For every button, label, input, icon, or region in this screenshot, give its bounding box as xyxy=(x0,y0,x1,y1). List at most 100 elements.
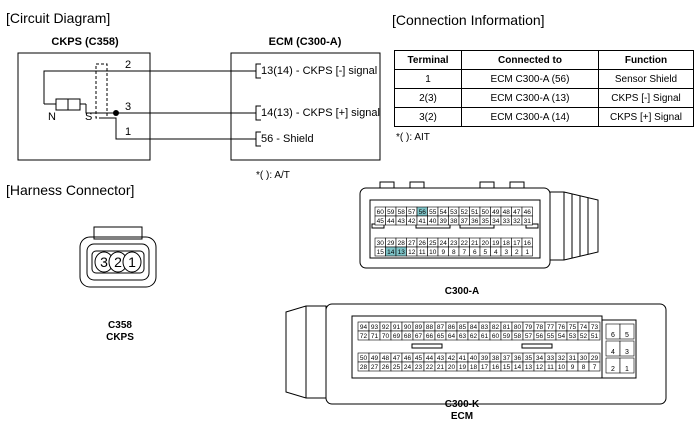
c300k-pin-55-label: 55 xyxy=(547,333,555,340)
c300k-pin-79-label: 79 xyxy=(525,324,533,331)
c300k-pin-68-label: 68 xyxy=(404,333,412,340)
connection-table: Terminal Connected to Function 1 ECM C30… xyxy=(394,50,694,127)
pin-2-label: 2 xyxy=(125,59,132,71)
table-row: 3(2) ECM C300-A (14) CKPS [+] Signal xyxy=(394,107,694,127)
c300k-pin-54-label: 54 xyxy=(558,333,566,340)
c300a-pin-19-label: 19 xyxy=(492,240,500,247)
ecm-title: ECM (C300-A) xyxy=(268,36,342,48)
c300k-pin-70-label: 70 xyxy=(382,333,390,340)
ecm-box xyxy=(230,52,381,161)
c300k-pin-85-label: 85 xyxy=(459,324,467,331)
c300k-pin-26-label: 26 xyxy=(382,364,390,371)
c300k-pin-10-label: 10 xyxy=(558,364,566,371)
terminal-ckps-negative: 13(14) - CKPS [-] signal xyxy=(261,65,378,77)
c300k-pin-90-label: 90 xyxy=(404,324,412,331)
cell: 2(3) xyxy=(394,88,462,108)
c300k-pin-8-label: 8 xyxy=(582,364,586,371)
c300k-pin-60-label: 60 xyxy=(492,333,500,340)
c300k-pin-22-label: 22 xyxy=(426,364,434,371)
c300a-pin-3-label: 3 xyxy=(504,249,508,256)
c300k-pin-83-label: 83 xyxy=(481,324,489,331)
connection-info-heading: [Connection Information] xyxy=(392,12,545,28)
wire-pin1 xyxy=(102,117,256,140)
c300k-pin-48-label: 48 xyxy=(382,355,390,362)
cell: Sensor Shield xyxy=(598,69,694,89)
c300k-pin-34-label: 34 xyxy=(536,355,544,362)
c300k-pin-89-label: 89 xyxy=(415,324,423,331)
c300a-pin-55-label: 55 xyxy=(429,209,437,216)
cell: 1 xyxy=(394,69,462,89)
c300a-pin-26-label: 26 xyxy=(419,240,427,247)
c300a-pin-4-label: 4 xyxy=(494,249,498,256)
c300k-pin-38-label: 38 xyxy=(492,355,500,362)
c300a-pin-36-label: 36 xyxy=(471,218,479,225)
c358-pin-2: 2 xyxy=(114,254,122,270)
c300k-label-line2: ECM xyxy=(450,411,474,422)
c300k-pin-20-label: 20 xyxy=(448,364,456,371)
c300a-pin-7-label: 7 xyxy=(462,249,466,256)
c300a-pin-1-label: 1 xyxy=(525,249,529,256)
c300k-pin-86-label: 86 xyxy=(448,324,456,331)
table-row: 1 ECM C300-A (56) Sensor Shield xyxy=(394,69,694,89)
c300k-pin-63-label: 63 xyxy=(459,333,467,340)
c300k-pin-73-label: 73 xyxy=(591,324,599,331)
c300k-pin-19-label: 19 xyxy=(459,364,467,371)
c300k-pin-57-label: 57 xyxy=(525,333,533,340)
c300a-pin-20-label: 20 xyxy=(482,240,490,247)
c300k-pin-13-label: 13 xyxy=(525,364,533,371)
c300k-label: C300-K ECM xyxy=(432,399,492,423)
wire-pin2 xyxy=(43,70,256,104)
c300a-pin-13-label: 13 xyxy=(398,249,406,256)
c300k-pin-24-label: 24 xyxy=(404,364,412,371)
c300k-pin-40-label: 40 xyxy=(470,355,478,362)
c300k-pin-11-label: 11 xyxy=(547,364,554,371)
c300k-pin-7-label: 7 xyxy=(593,364,597,371)
table-note: *( ): AIT xyxy=(396,132,430,143)
terminal-ckps-positive: 14(13) - CKPS [+] signal xyxy=(261,107,380,119)
c300a-pin-18-label: 18 xyxy=(503,240,511,247)
c300k-pin-67-label: 67 xyxy=(415,333,423,340)
c300a-pin-14-label: 14 xyxy=(387,249,395,256)
c300a-pin-28-label: 28 xyxy=(398,240,406,247)
c300a-pin-41-label: 41 xyxy=(419,218,427,225)
c358-pin-3: 3 xyxy=(100,254,108,270)
c300a-pin-31-label: 31 xyxy=(524,218,532,225)
c300a-pin-53-label: 53 xyxy=(450,209,458,216)
c300a-pin-52-label: 52 xyxy=(461,209,469,216)
c300k-pin-30-label: 30 xyxy=(580,355,588,362)
c300k-pin-61-label: 61 xyxy=(481,333,489,340)
c300a-pin-21-label: 21 xyxy=(471,240,479,247)
c300k-pin-27-label: 27 xyxy=(371,364,379,371)
s-pole-label: S xyxy=(85,111,93,123)
c300k-pin-41-label: 41 xyxy=(459,355,467,362)
n-pole-label: N xyxy=(48,111,56,123)
c300k-side-pin-5-label: 5 xyxy=(625,332,629,339)
c300k-pin-12-label: 12 xyxy=(536,364,544,371)
c300k-pin-78-label: 78 xyxy=(536,324,544,331)
sensor-coil-n xyxy=(55,98,69,111)
c300k-pin-49-label: 49 xyxy=(371,355,379,362)
c300k-pin-69-label: 69 xyxy=(393,333,401,340)
cell: ECM C300-A (56) xyxy=(461,69,599,89)
c300k-pin-82-label: 82 xyxy=(492,324,500,331)
c300k-pin-74-label: 74 xyxy=(580,324,588,331)
c300k-pin-37-label: 37 xyxy=(503,355,511,362)
c300k-pin-21-label: 21 xyxy=(437,364,445,371)
c300k-pin-77-label: 77 xyxy=(547,324,555,331)
c300a-label: C300-A xyxy=(444,286,480,297)
c300a-pin-25-label: 25 xyxy=(429,240,437,247)
cell: ECM C300-A (14) xyxy=(461,107,599,127)
c300a-pin-60-label: 60 xyxy=(377,209,385,216)
c300k-pin-15-label: 15 xyxy=(503,364,511,371)
c300a-pin-24-label: 24 xyxy=(440,240,448,247)
c300k-pin-17-label: 17 xyxy=(481,364,489,371)
c300k-pin-32-label: 32 xyxy=(558,355,566,362)
pin-3-label: 3 xyxy=(125,101,132,113)
c300k-side-pin-1-label: 1 xyxy=(625,366,629,373)
c300a-pin-17-label: 17 xyxy=(513,240,521,247)
c300k-pin-46-label: 46 xyxy=(404,355,412,362)
c300a-pin-31 xyxy=(521,215,533,226)
c300a-pin-2-label: 2 xyxy=(515,249,519,256)
c300a-pin-37-label: 37 xyxy=(461,218,469,225)
